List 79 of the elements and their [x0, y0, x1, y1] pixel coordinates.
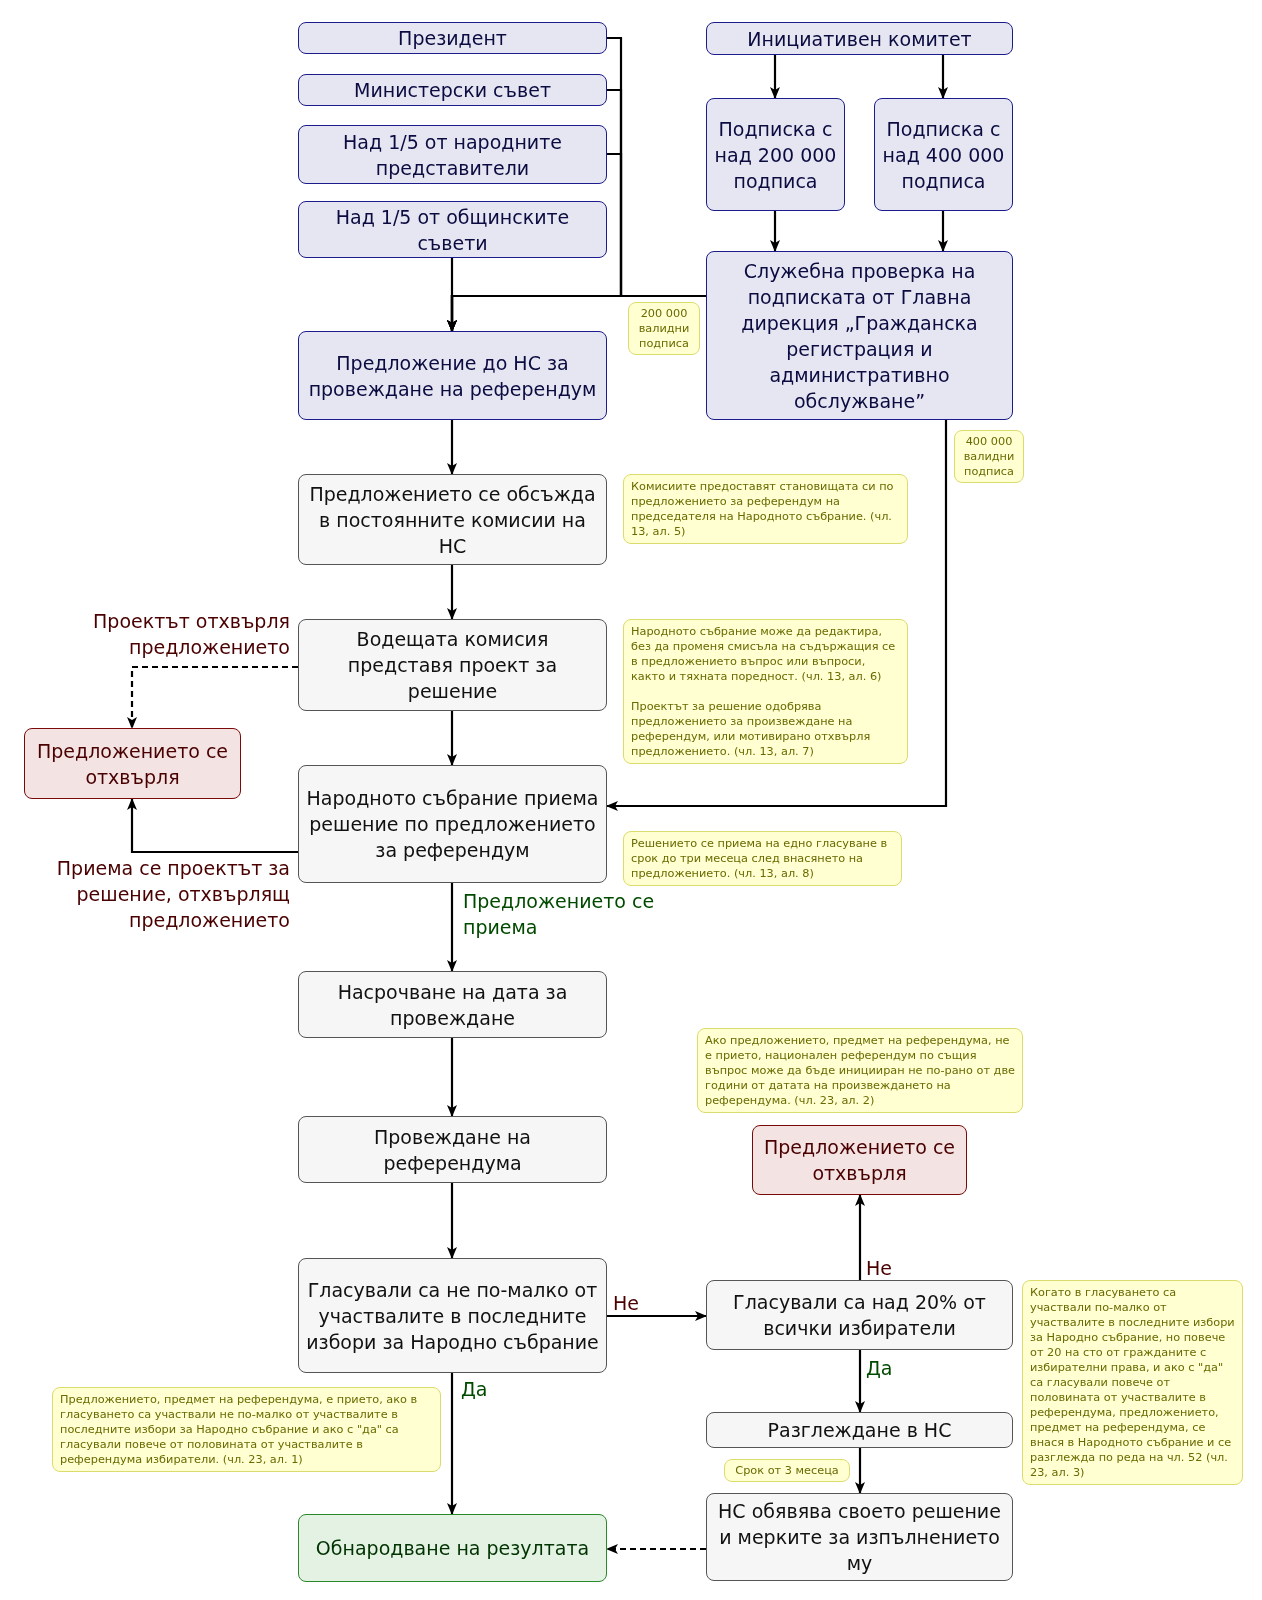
note-text: Ако предложението, предмет на референдума, не е прието, национален референдум по същия въпрос може да бъде иницииран не по-рано от две години от датата на произвеждането на референдума. (чл. 23, ал. 2) — [705, 1033, 1015, 1108]
arrow — [447, 883, 457, 972]
arrow — [770, 211, 780, 252]
node-text: Гласували са не по-малко от участвалите в последните избори за Народно събрание — [305, 1277, 600, 1355]
node-text: Над 1/5 от общинските съвети — [334, 204, 571, 256]
arrow — [606, 420, 948, 811]
arrow — [447, 1038, 457, 1117]
note-text: Решението се приема на едно гласуване в срок до три месеца след внасянето на предложението. (чл. 13, ал. 8) — [631, 836, 889, 881]
node-text: Предложението се отхвърля — [35, 738, 230, 790]
arrow — [447, 711, 457, 766]
process-box — [298, 474, 607, 565]
node-text: Над 1/5 от народните представители — [342, 129, 563, 181]
arrow — [607, 1311, 707, 1321]
process-box — [706, 1280, 1013, 1350]
process-box — [298, 765, 607, 883]
process-box — [706, 1493, 1013, 1581]
process-box — [298, 1258, 607, 1373]
node-text: Народното събрание приема решение по предложението за референдум — [305, 786, 600, 863]
process-box — [298, 619, 607, 711]
edge-label: Приема се проектът за решение, отхвърлящ предложението — [55, 856, 290, 933]
node-text: Предложението се отхвърля — [762, 1135, 957, 1186]
process-box — [298, 971, 607, 1038]
note-text: Предложението, предмет на референдума, е прието, ако в гласуването са участвали не по-малко от участвалите в последните избори за Народно събрание и ако с "да" са гласували повече от половината от участвалите в референдума избиратели. (чл. 23, ал. 1) — [60, 1392, 419, 1467]
arrow — [447, 565, 457, 620]
node-text: Насрочване на дата за провеждане — [336, 979, 569, 1031]
node-text: Инициативен комитет — [747, 26, 972, 52]
edge-label: Не — [613, 1291, 640, 1316]
edge-label: Проектът отхвърля предложението — [92, 609, 290, 660]
arrow — [855, 1194, 865, 1280]
node-text: Провеждане на референдума — [373, 1124, 532, 1176]
note-text: Когато в гласуването са участвали по-малко от участвалите в последните избори за Народно събрание, но повече от 20 на сто от гражданите с избирателни права, и ако с "да" са гласували повече от половината от участвалите в референдума, предложението, предмет на референдума, се внася в Народното събрание и се разглежда по реда на чл. 52 (чл. 23, ал. 3) — [1030, 1285, 1235, 1480]
process-box — [298, 201, 607, 258]
process-box — [706, 1412, 1013, 1448]
arrow — [447, 294, 706, 332]
node-text: Министерски съвет — [354, 78, 551, 103]
edge-label: Предложението се приема — [463, 889, 656, 940]
node-text: Разглеждане в НС — [767, 1418, 952, 1443]
arrow — [127, 665, 298, 729]
arrow — [447, 1183, 457, 1259]
note-text: Комисиите предоставят становищата си по предложението за референдум на председателя на Народното събрание. (чл. 13, ал. 5) — [631, 479, 895, 539]
process-box — [706, 98, 845, 211]
edge-label: 200 000 валидни подписа — [628, 302, 700, 355]
note-text: Народното събрание може да редактира, без да променя смисъла на съдържащия се в предложението въпрос или въпроси, както и тяхната поредност. (чл. 13, ал. 6) — [631, 624, 897, 684]
process-box — [874, 98, 1013, 211]
node-text: Обнародване на резултата — [315, 1536, 590, 1561]
rejection-box — [752, 1125, 967, 1195]
edge-label: Да — [461, 1377, 489, 1402]
edge-label: Не — [866, 1256, 893, 1281]
node-text: Служебна проверка на подписката от Главна дирекция „Гражданска регистрация и административно обслужване” — [740, 258, 979, 414]
node-text: Водещата комисия представя проект за решение — [346, 627, 559, 704]
result-box — [298, 1514, 607, 1582]
node-text: Гласували са над 20% от всички избиратели — [732, 1290, 987, 1341]
process-box — [298, 331, 607, 420]
node-text: Предложение до НС за провеждане на референдум — [307, 350, 598, 402]
note-text: Проектът за решение одобрява предложението за произвеждане на референдум, или мотивирано отхвърля предложението. (чл. 13, ал. 7) — [631, 699, 872, 759]
arrow — [938, 55, 948, 99]
arrow — [127, 798, 298, 854]
node-text: НС обявява своето решение и мерките за изпълнението му — [717, 1499, 1002, 1576]
process-box — [298, 125, 607, 184]
process-box — [298, 1116, 607, 1183]
process-box — [298, 22, 607, 54]
rejection-box — [24, 728, 241, 799]
arrow — [447, 1373, 457, 1515]
arrow — [938, 211, 948, 252]
process-box — [706, 22, 1013, 55]
edge-label: Да — [866, 1356, 894, 1381]
arrow — [770, 55, 780, 99]
node-text: Подписка с над 400 000 подписа — [881, 116, 1006, 194]
process-box — [706, 251, 1013, 420]
node-text: Президент — [398, 26, 507, 51]
arrow — [447, 420, 457, 475]
node-text: Предложението се обсъжда в постоянните комисии на НС — [308, 481, 597, 559]
edge-label: Срок от 3 месеца — [724, 1459, 850, 1482]
node-text: Подписка с над 200 000 подписа — [713, 116, 838, 194]
arrow — [855, 1448, 865, 1494]
edge-label: 400 000 валидни подписа — [954, 430, 1024, 483]
arrow — [855, 1350, 865, 1413]
arrow — [606, 1544, 706, 1554]
process-box — [298, 74, 607, 106]
